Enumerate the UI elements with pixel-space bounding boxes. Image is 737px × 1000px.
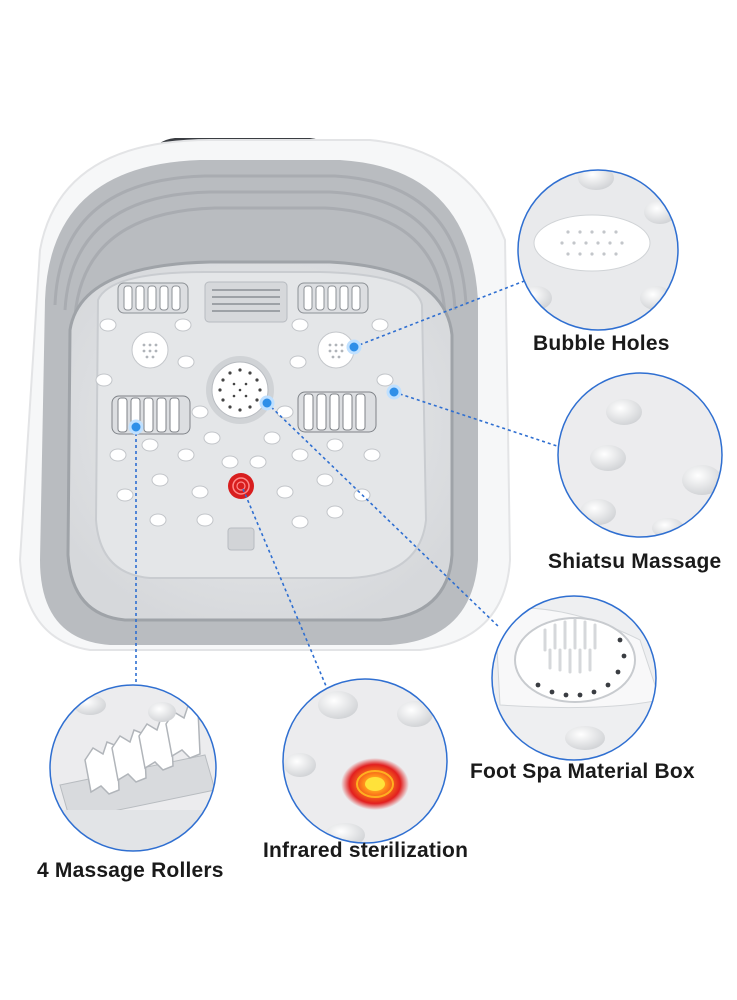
infrared-spot — [228, 473, 254, 499]
label-rollers: 4 Massage Rollers — [37, 859, 224, 882]
massage-roller — [297, 282, 369, 314]
leader-line-shiatsu — [393, 391, 561, 448]
leader-lines — [135, 277, 561, 688]
label-shiatsu-massage: Shiatsu Massage — [548, 550, 722, 573]
dot-bubble — [346, 339, 362, 355]
detail-circle-infrared — [282, 678, 448, 844]
massage-roller — [297, 391, 377, 433]
dot-rollers — [128, 419, 144, 435]
massage-roller — [111, 395, 191, 435]
bubble-pad — [317, 331, 355, 369]
callout-dots — [128, 339, 402, 435]
detail-circle-rollers — [49, 684, 217, 852]
detail-circle-bubble-holes — [517, 169, 679, 331]
massage-roller — [117, 282, 189, 314]
detail-circle-material-box — [491, 595, 657, 761]
leader-line-bubble — [353, 277, 533, 348]
bubble-pad — [131, 331, 169, 369]
dot-shiatsu — [386, 384, 402, 400]
dot-material — [259, 395, 275, 411]
material-box — [206, 356, 274, 424]
label-material-box: Foot Spa Material Box — [470, 760, 695, 783]
shiatsu-nubs — [95, 318, 394, 529]
detail-circle-shiatsu — [557, 372, 723, 538]
label-infrared: Infrared sterilization — [263, 839, 469, 862]
label-bubble-holes: Bubble Holes — [533, 332, 670, 355]
